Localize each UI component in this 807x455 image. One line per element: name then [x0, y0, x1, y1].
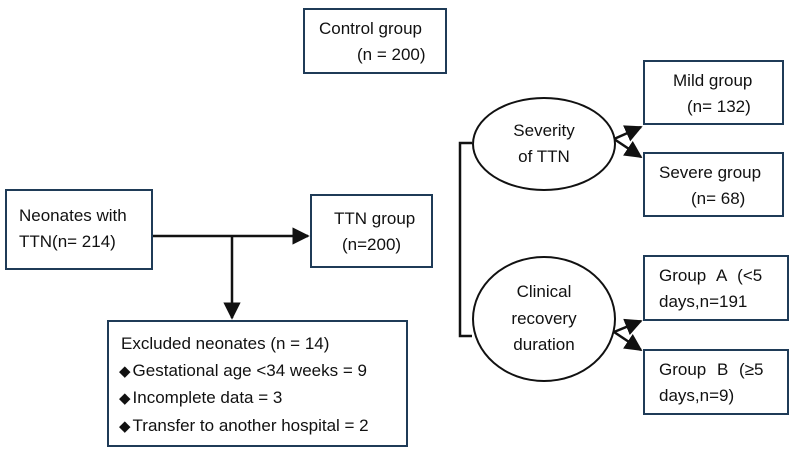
group-b-box: Group B (≥5 days,n=9) — [643, 349, 789, 415]
diamond-bullet-icon: ◆ — [119, 363, 131, 381]
diamond-bullet-icon: ◆ — [119, 417, 131, 435]
neonates-label: Neonates with — [19, 206, 127, 225]
group-a-label: Group A (<5 — [659, 266, 763, 285]
excluded-item-text: Gestational age <34 weeks = 9 — [132, 361, 367, 381]
excluded-item: ◆Gestational age <34 weeks = 9 — [119, 357, 406, 384]
excluded-title: Excluded neonates (n = 14) — [121, 334, 330, 353]
arrow-recovery-to-groupB — [613, 330, 643, 352]
severity-ellipse: Severity of TTN — [472, 97, 616, 191]
severe-group-label: Severe group — [659, 163, 762, 182]
arrow-severity-to-mild — [613, 125, 643, 142]
arrow-severity-to-severe — [613, 137, 643, 159]
control-group-box: Control group (n = 200) — [303, 8, 447, 74]
severe-group-count: (n= 68) — [691, 189, 746, 209]
mild-group-box: Mild group (n= 132) — [643, 60, 784, 125]
bracket-split — [458, 141, 472, 338]
excluded-item-text: Transfer to another hospital = 2 — [132, 415, 369, 435]
ttn-group-box: TTN group (n=200) — [310, 194, 433, 268]
diamond-bullet-icon: ◆ — [119, 390, 131, 408]
severe-group-box: Severe group (n= 68) — [643, 152, 784, 217]
control-group-label: Control group — [319, 19, 423, 38]
mild-group-label: Mild group — [673, 71, 753, 90]
group-b-days: days,n=9) — [659, 386, 735, 406]
arrow-recovery-to-groupA — [613, 318, 643, 336]
excluded-item: ◆Transfer to another hospital = 2 — [119, 412, 406, 439]
severity-label-line1: Severity — [513, 120, 575, 140]
excluded-box: Excluded neonates (n = 14) ◆Gestational … — [107, 320, 408, 447]
excluded-item: ◆Incomplete data = 3 — [119, 384, 406, 411]
recovery-ellipse: Clinical recovery duration — [472, 256, 616, 382]
group-a-box: Group A (<5 days,n=191 — [643, 255, 789, 321]
recovery-label-line3: duration — [513, 335, 575, 355]
recovery-label-line1: Clinical — [516, 282, 572, 302]
ttn-group-label: TTN group — [334, 209, 416, 228]
ttn-group-count: (n=200) — [342, 235, 402, 255]
group-a-days: days,n=191 — [659, 292, 748, 312]
neonates-box: Neonates with TTN(n= 214) — [5, 189, 153, 270]
control-group-count: (n = 200) — [357, 45, 426, 65]
neonates-count: TTN(n= 214) — [19, 232, 116, 252]
recovery-label-line2: recovery — [511, 308, 577, 328]
severity-label-line2: of TTN — [518, 147, 570, 166]
excluded-item-text: Incomplete data = 3 — [132, 388, 283, 408]
group-b-label: Group B (≥5 — [659, 360, 764, 379]
mild-group-count: (n= 132) — [687, 97, 751, 117]
